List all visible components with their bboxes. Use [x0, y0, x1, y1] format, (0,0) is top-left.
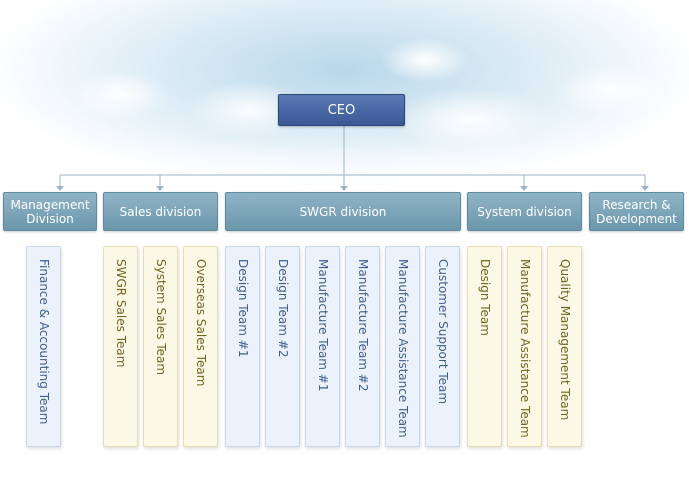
team-swgr-sales: SWGR Sales Team — [103, 246, 138, 447]
team-label: Manufacture Team #1 — [316, 259, 330, 392]
team-label: Design Team #2 — [276, 259, 290, 358]
team-overseas-sales: Overseas Sales Team — [183, 246, 218, 447]
division-system: System division — [467, 192, 582, 231]
team-label: Manufacture Assistance Team — [518, 259, 532, 438]
team-manufacture-assistance-swgr: Manufacture Assistance Team — [385, 246, 420, 447]
arrow-down-icon — [56, 186, 64, 191]
team-label: Manufacture Assistance Team — [396, 259, 410, 438]
division-swgr: SWGR division — [225, 192, 461, 231]
arrow-down-icon — [156, 186, 164, 191]
team-label: Customer Support Team — [436, 259, 450, 405]
division-sales: Sales division — [103, 192, 218, 231]
team-system-sales: System Sales Team — [143, 246, 178, 447]
team-quality-management: Quality Management Team — [547, 246, 582, 447]
team-manufacture-2: Manufacture Team #2 — [345, 246, 380, 447]
arrow-down-icon — [520, 186, 528, 191]
team-manufacture-assistance-system: Manufacture Assistance Team — [507, 246, 542, 447]
team-finance-accounting: Finance & Accounting Team — [26, 246, 61, 447]
arrow-down-icon — [641, 186, 649, 191]
arrow-down-icon — [340, 186, 348, 191]
division-research: Research & Development — [589, 192, 684, 231]
team-manufacture-1: Manufacture Team #1 — [305, 246, 340, 447]
team-design-1: Design Team #1 — [225, 246, 260, 447]
team-design-2: Design Team #2 — [265, 246, 300, 447]
team-design-system: Design Team — [467, 246, 502, 447]
team-customer-support: Customer Support Team — [425, 246, 460, 447]
division-management: Management Division — [3, 192, 97, 231]
ceo-box: CEO — [278, 94, 405, 126]
team-label: Design Team — [478, 259, 492, 336]
team-label: Quality Management Team — [558, 259, 572, 421]
team-label: Manufacture Team #2 — [356, 259, 370, 392]
team-label: Overseas Sales Team — [194, 259, 208, 387]
team-label: Design Team #1 — [236, 259, 250, 358]
team-label: Finance & Accounting Team — [37, 259, 51, 425]
team-label: SWGR Sales Team — [114, 259, 128, 368]
team-label: System Sales Team — [154, 259, 168, 376]
